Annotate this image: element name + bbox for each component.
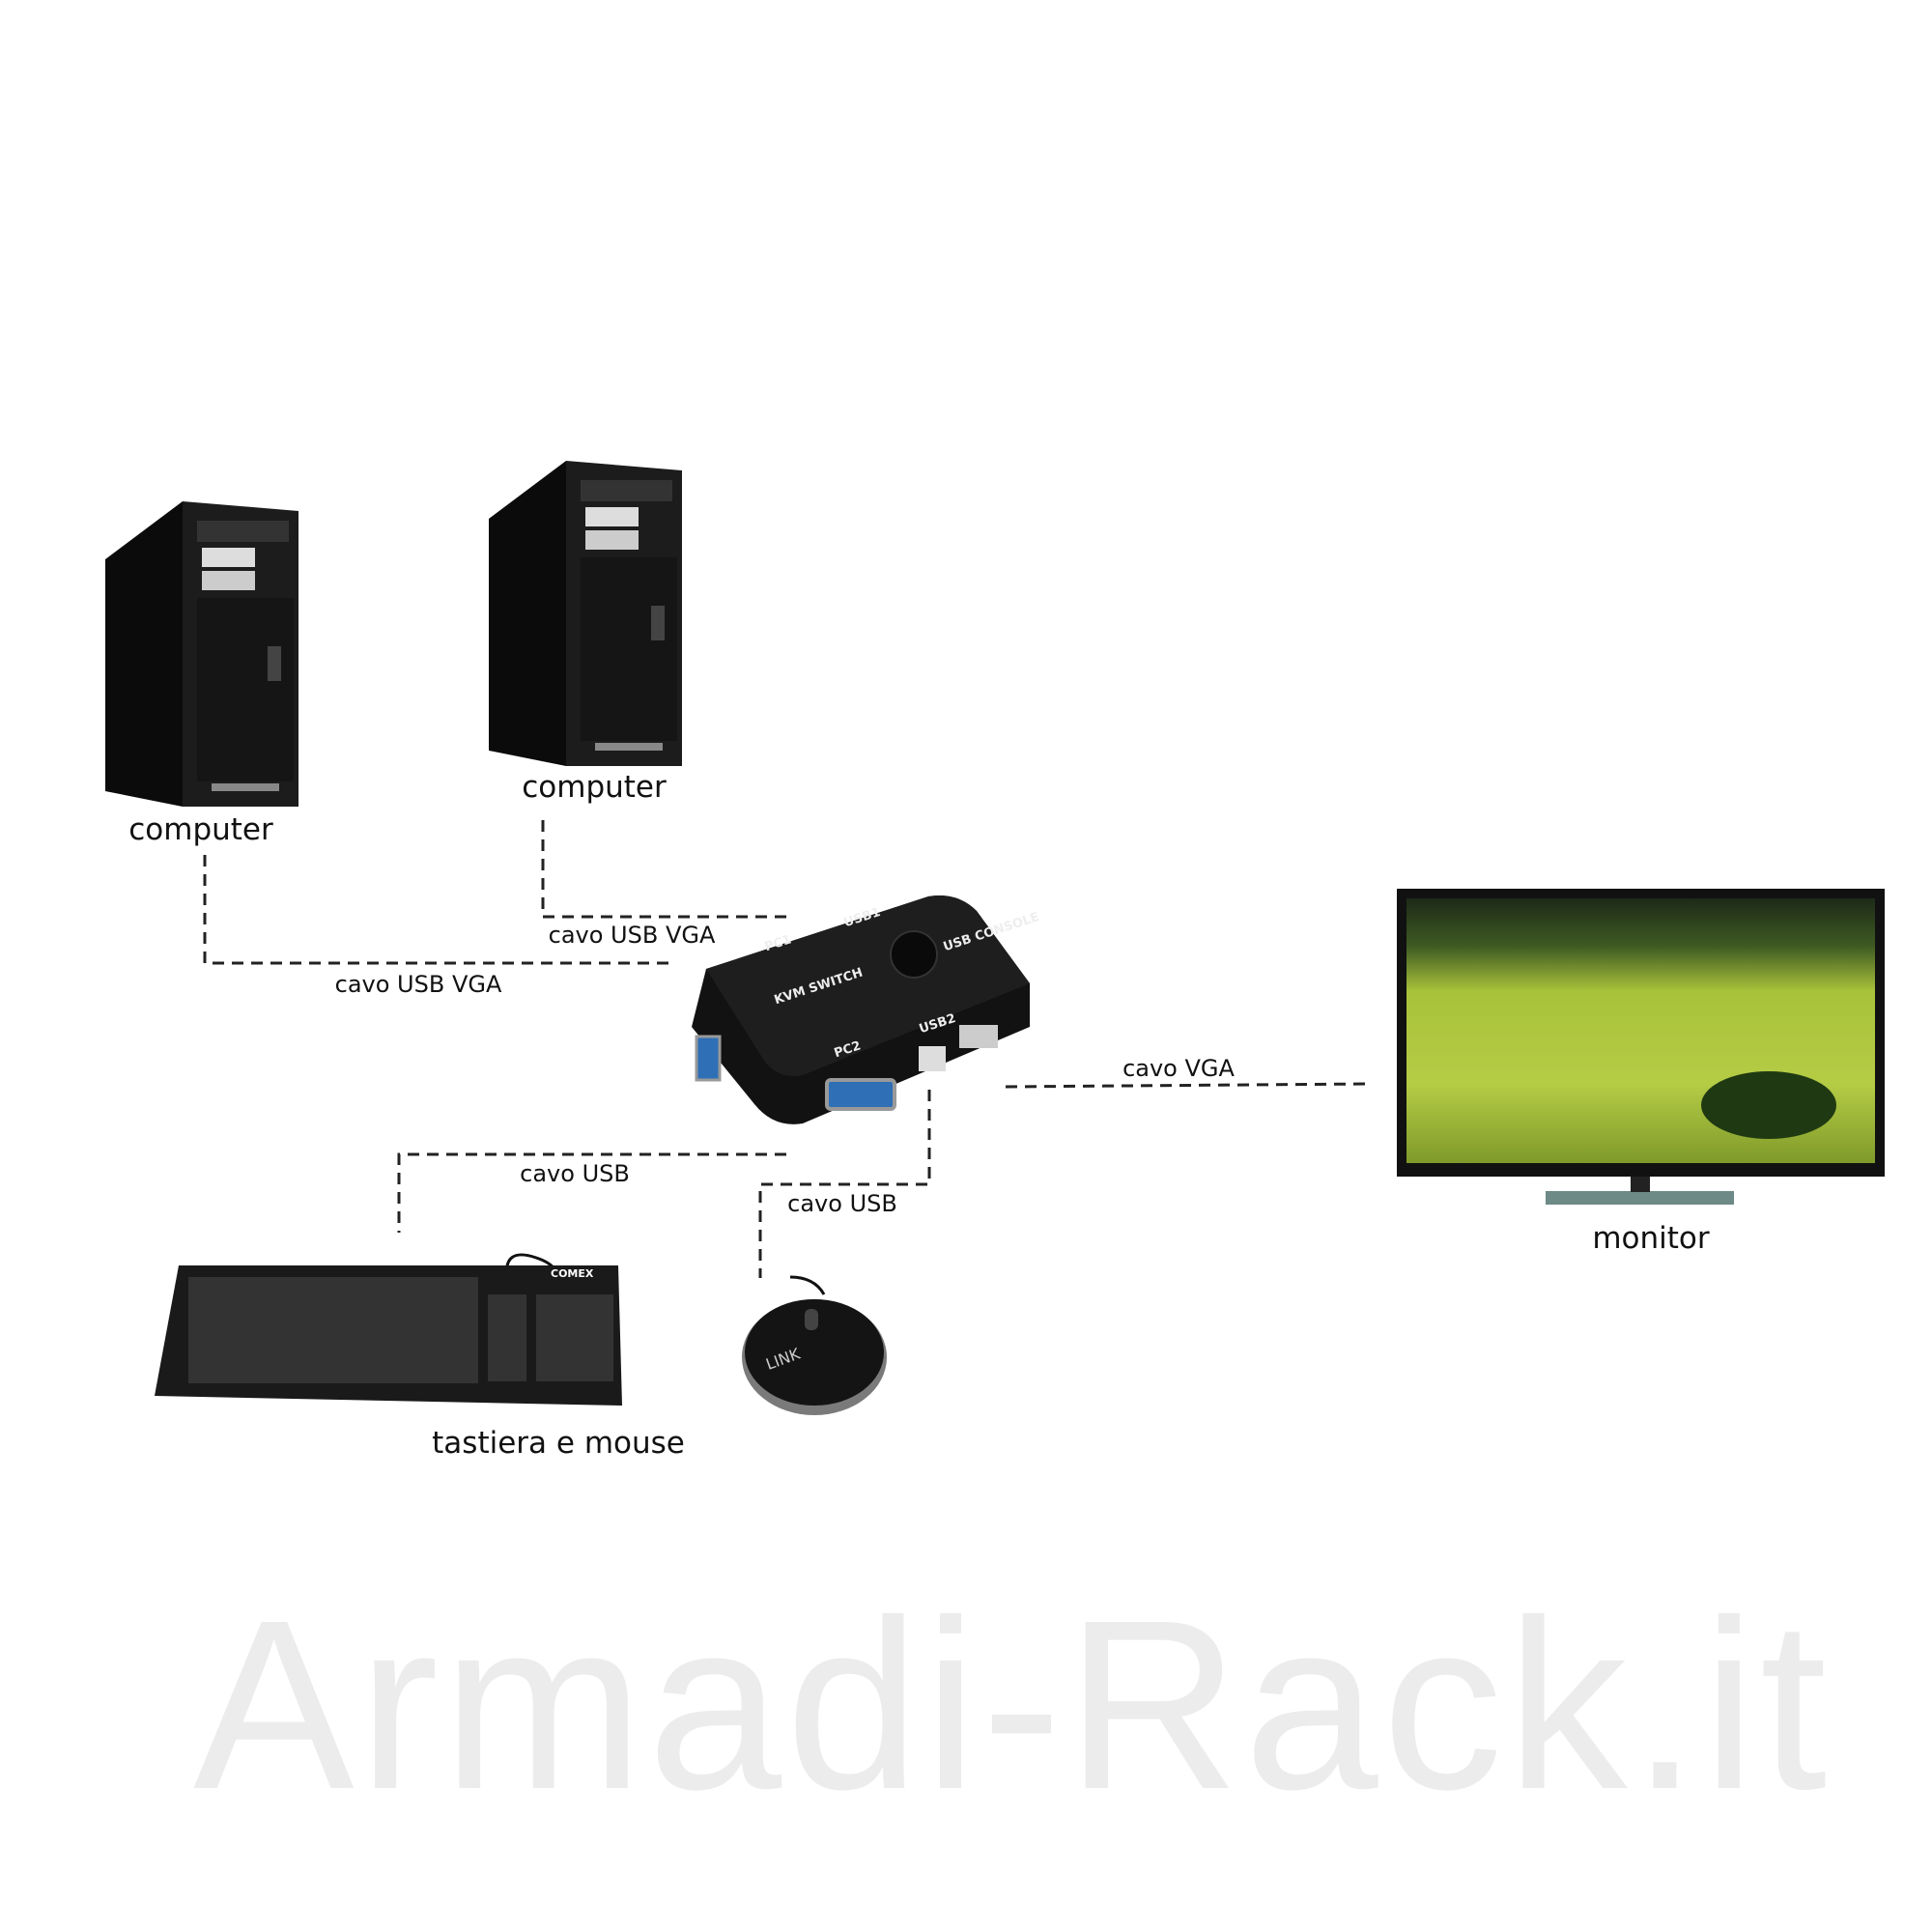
monitor-cable-label: cavo VGA: [1122, 1055, 1235, 1082]
mouse-cable-label: cavo USB: [787, 1190, 897, 1217]
mouse-line: [758, 1090, 931, 1278]
peripherals-label: tastiera e mouse: [432, 1426, 685, 1461]
computer-right-image: [489, 461, 682, 766]
keyboard-line: [397, 1152, 786, 1233]
right-computer-cable-label: cavo USB VGA: [548, 922, 716, 949]
monitor-image: [1397, 889, 1885, 1177]
monitor-label: monitor: [1592, 1221, 1710, 1256]
computer-left-label: computer: [128, 812, 273, 847]
right-computer-line: [541, 820, 786, 919]
svg-text:COMEX: COMEX: [551, 1267, 594, 1280]
monitor-stand: [1546, 1191, 1734, 1205]
monitor-line: [1005, 1082, 1370, 1089]
computer-left-image: [105, 501, 298, 807]
keyboard-cable-label: cavo USB: [520, 1160, 630, 1187]
mouse-image: LINK: [742, 1275, 887, 1415]
monitor-screen: [1406, 898, 1875, 1163]
left-computer-line: [203, 855, 668, 965]
left-computer-cable-label: cavo USB VGA: [334, 971, 502, 998]
computer-right-label: computer: [522, 770, 667, 805]
monitor-neck: [1631, 1177, 1650, 1192]
keyboard-image: COMEX: [155, 1253, 622, 1406]
kvm-switch-image: [692, 895, 1030, 1124]
